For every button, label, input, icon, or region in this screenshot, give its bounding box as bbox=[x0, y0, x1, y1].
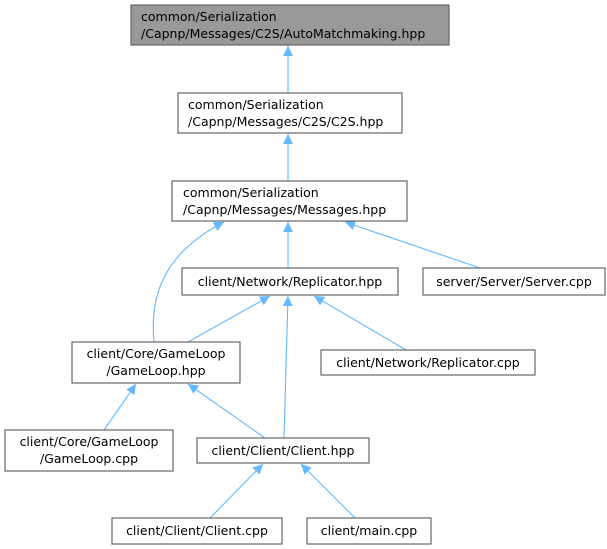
node-label-line2: /GameLoop.cpp bbox=[40, 451, 138, 466]
node-label-line1: common/Serialization bbox=[141, 9, 277, 24]
node-label: client/Client/Client.hpp bbox=[212, 443, 355, 458]
node-c2s-hpp[interactable]: common/Serialization /Capnp/Messages/C2S… bbox=[177, 92, 403, 134]
node-label-line1: common/Serialization bbox=[183, 185, 319, 200]
node-label: client/Client/Client.cpp bbox=[126, 523, 268, 538]
node-label-line2: /Capnp/Messages/C2S/AutoMatchmaking.hpp bbox=[141, 26, 425, 41]
node-label: client/Network/Replicator.cpp bbox=[336, 355, 519, 370]
edge-server-cpp-to-messages bbox=[344, 220, 481, 269]
node-gameloop-hpp[interactable]: client/Core/GameLoop /GameLoop.hpp bbox=[71, 341, 241, 384]
node-gameloop-cpp[interactable]: client/Core/GameLoop /GameLoop.cpp bbox=[4, 429, 174, 472]
edge-gameloop-hpp-to-messages bbox=[152, 221, 225, 343]
edge-client-hpp-to-replicator-hpp bbox=[282, 295, 293, 439]
node-label: client/main.cpp bbox=[321, 523, 418, 538]
edge-client-cpp-to-client-hpp bbox=[209, 463, 264, 519]
edge-gameloop-hpp-to-replicator-hpp bbox=[187, 295, 271, 343]
node-label-line2: /Capnp/Messages/Messages.hpp bbox=[183, 202, 386, 217]
edge-gameloop-cpp-to-gameloop-hpp bbox=[103, 383, 137, 431]
node-main-cpp[interactable]: client/main.cpp bbox=[306, 517, 432, 545]
node-label: client/Network/Replicator.hpp bbox=[198, 274, 383, 289]
node-replicator-hpp[interactable]: client/Network/Replicator.hpp bbox=[181, 267, 399, 296]
node-server-cpp[interactable]: server/Server/Server.cpp bbox=[422, 267, 606, 296]
node-automatchmaking-hpp[interactable]: common/Serialization /Capnp/Messages/C2S… bbox=[130, 4, 450, 46]
edge-client-hpp-to-gameloop-hpp bbox=[187, 383, 266, 439]
node-label-line2: /GameLoop.hpp bbox=[106, 363, 205, 378]
node-label: server/Server/Server.cpp bbox=[436, 274, 592, 289]
node-client-cpp[interactable]: client/Client/Client.cpp bbox=[111, 517, 283, 545]
node-label-line1: client/Core/GameLoop bbox=[87, 346, 226, 361]
node-label-line2: /Capnp/Messages/C2S/C2S.hpp bbox=[188, 114, 383, 129]
node-messages-hpp[interactable]: common/Serialization /Capnp/Messages/Mes… bbox=[171, 180, 408, 222]
node-label-line1: common/Serialization bbox=[188, 97, 324, 112]
edges bbox=[103, 46, 481, 519]
node-client-hpp[interactable]: client/Client/Client.hpp bbox=[196, 437, 370, 464]
edge-replicator-cpp-to-replicator-hpp bbox=[313, 295, 407, 351]
node-replicator-cpp[interactable]: client/Network/Replicator.cpp bbox=[320, 349, 536, 376]
node-label-line1: client/Core/GameLoop bbox=[20, 434, 159, 449]
edge-main-cpp-to-client-hpp bbox=[300, 463, 356, 519]
